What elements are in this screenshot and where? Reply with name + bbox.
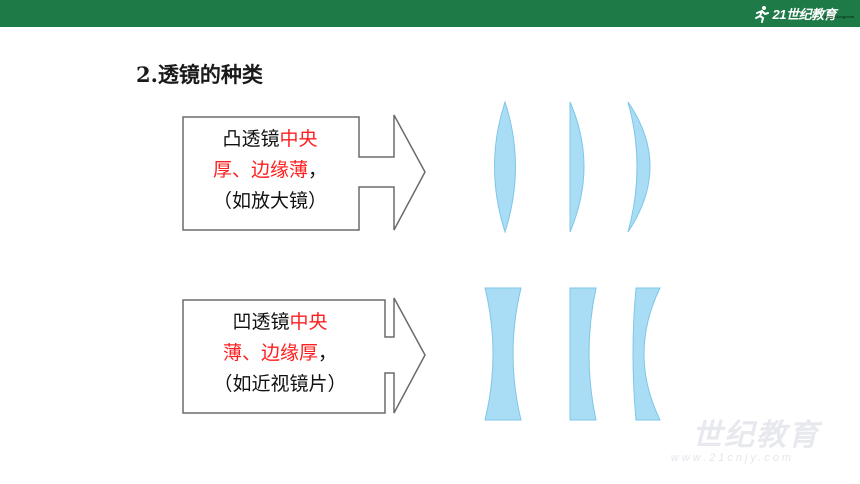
convex-description: 凸透镜中央 厚、边缘薄， （如放大镜）	[186, 124, 354, 217]
convex-comma: ，	[308, 159, 328, 181]
concave-example: （如近视镜片）	[213, 373, 347, 395]
logo-url: www.21cnjy.com	[824, 14, 855, 19]
concave-lens-icon	[569, 287, 597, 421]
watermark: 世纪教育	[692, 419, 820, 452]
arrow-shape	[182, 114, 426, 231]
logo-text: 21世纪教育	[772, 6, 837, 22]
convex-lens-icon	[627, 101, 651, 233]
section-title: 2.透镜的种类	[136, 62, 263, 87]
convex-highlight-2: 厚、边缘薄	[212, 159, 308, 181]
concave-lenses	[484, 287, 661, 421]
convex-arrow-box: 凸透镜中央 厚、边缘薄， （如放大镜）	[182, 114, 426, 232]
concave-description: 凹透镜中央 薄、边缘厚， （如近视镜片）	[182, 307, 378, 400]
watermark-url: www.21cnjy.com	[670, 452, 794, 464]
concave-arrow-box: 凹透镜中央 薄、边缘厚， （如近视镜片）	[182, 297, 426, 415]
convex-example: （如放大镜）	[212, 190, 327, 212]
convex-lens-icon	[569, 101, 585, 233]
runner-icon	[754, 6, 769, 23]
convex-name: 凸透镜	[222, 128, 280, 150]
logo: 21世纪教育	[752, 4, 837, 24]
concave-highlight-2: 薄、边缘厚	[222, 342, 318, 364]
top-bar: 21世纪教育 www.21cnjy.com	[0, 0, 860, 27]
convex-highlight-1: 中央	[279, 128, 318, 150]
concave-name: 凹透镜	[232, 311, 290, 333]
arrow-shape	[182, 297, 426, 414]
convex-lens-icon	[494, 100, 516, 234]
concave-lens-icon	[632, 287, 661, 421]
concave-highlight-1: 中央	[289, 311, 328, 333]
convex-lenses	[494, 100, 651, 234]
concave-lens-icon	[484, 287, 522, 421]
concave-comma: ，	[318, 342, 338, 364]
